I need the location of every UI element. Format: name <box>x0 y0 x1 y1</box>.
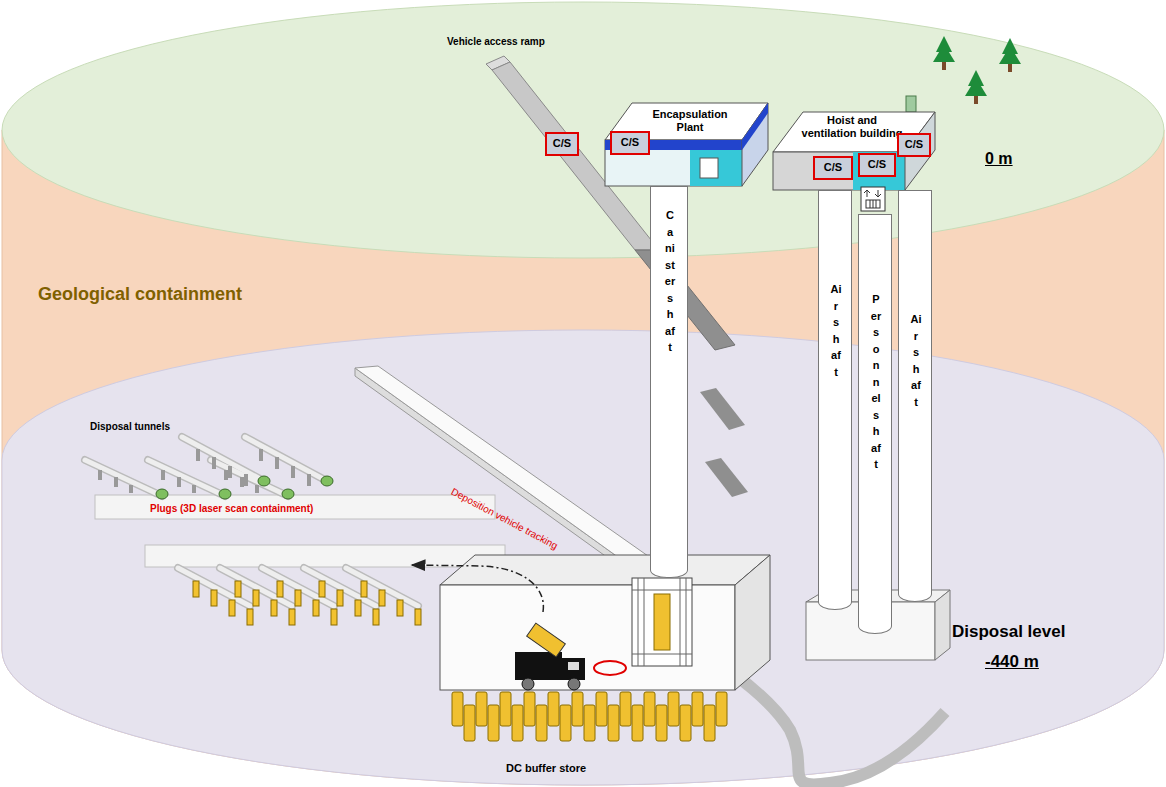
cs-label: C/S <box>553 137 571 150</box>
cs-station: C/S <box>545 132 579 156</box>
cs-station: C/S <box>610 131 650 155</box>
building-label: Hoist and ventilation building <box>799 114 905 140</box>
cs-label: C/S <box>868 158 886 171</box>
shaft: Air shaft <box>898 190 932 602</box>
building: Hoist and ventilation buildingC/SC/SC/S <box>772 108 938 193</box>
note-label: Plugs (3D laser scan containment) <box>150 503 313 514</box>
buffer-store: DC buffer store <box>435 550 780 782</box>
shaft: Air shaft <box>818 190 852 610</box>
cs-label: C/S <box>905 138 923 151</box>
level-label: -440 m <box>985 652 1039 672</box>
level-label: Disposal level <box>952 622 1065 642</box>
building-label: Encapsulation Plant <box>650 108 730 134</box>
building: Encapsulation PlantC/S <box>605 100 768 188</box>
zone-label: Geological containment <box>38 284 242 305</box>
shaft-label: Air shaft <box>911 311 922 410</box>
level-label: 0 m <box>985 150 1013 168</box>
shaft: Personnel shaft <box>858 214 892 634</box>
store-label: DC buffer store <box>486 762 606 775</box>
shaft-label: Canister shaft <box>665 207 676 356</box>
cs-station: C/S <box>858 153 896 177</box>
cs-label: C/S <box>621 136 639 149</box>
ramp-label: Vehicle access ramp <box>447 36 545 47</box>
cs-station: C/S <box>897 133 931 157</box>
shaft-label: Personnel shaft <box>871 291 882 473</box>
cs-label: C/S <box>824 161 842 174</box>
area-label: Disposal tunnels <box>90 421 170 432</box>
cs-station: C/S <box>813 156 853 180</box>
shaft: Canister shaft <box>650 186 688 578</box>
shaft-label: Air shaft <box>831 281 842 380</box>
